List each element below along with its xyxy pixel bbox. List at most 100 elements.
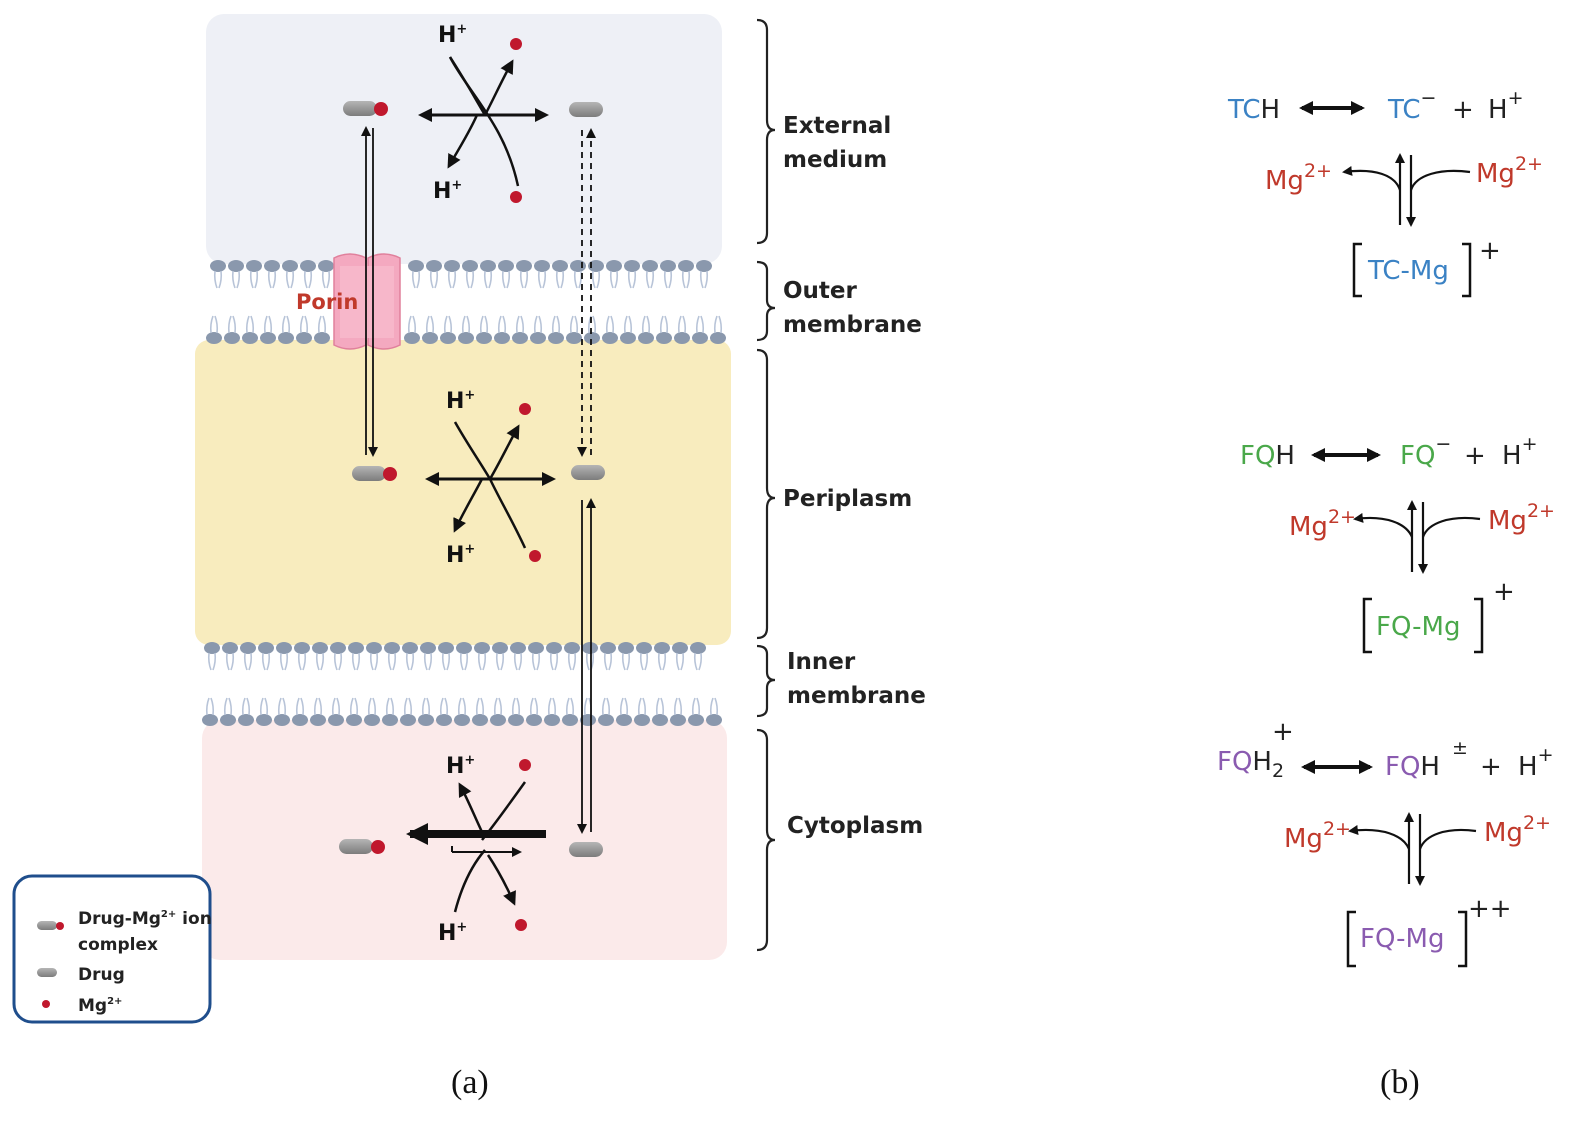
lipid-molecule	[439, 315, 457, 345]
lipid-molecule	[525, 697, 543, 727]
lipid-molecule	[237, 697, 255, 727]
lipid-molecule	[209, 259, 227, 289]
tc-equilibrium: TCH TC− + H+ Mg2+ Mg2+ TC-Mg +	[1227, 87, 1543, 298]
fq-mg-complex: FQ-Mg	[1376, 612, 1460, 642]
lipid-molecule	[403, 315, 421, 345]
fq-base: FQ−	[1400, 433, 1451, 471]
porin-channel	[333, 253, 401, 350]
lipid-molecule	[509, 641, 527, 671]
lipid-molecule	[709, 315, 727, 345]
lipid-molecule	[419, 641, 437, 671]
fqh-zwitterion-charge: ±	[1452, 737, 1468, 759]
lipid-molecule	[615, 697, 633, 727]
lipid-molecule	[635, 641, 653, 671]
lipid-molecule	[257, 641, 275, 671]
lipid-molecule	[365, 641, 383, 671]
lipid-molecule	[705, 697, 723, 727]
periplasm-label: Periplasm	[783, 486, 912, 512]
mg-ion-icon	[529, 550, 541, 562]
proton-label: H+	[446, 542, 475, 568]
lipid-molecule	[461, 259, 479, 289]
legend-complex-label-line2: complex	[78, 935, 158, 955]
lipid-molecule	[547, 315, 565, 345]
lipid-molecule	[455, 641, 473, 671]
lipid-molecule	[475, 315, 493, 345]
mg-ion-label: Mg2+	[1484, 812, 1551, 848]
lipid-molecule	[383, 641, 401, 671]
inner-membrane-label: Inner membrane	[787, 649, 926, 709]
mg-ion-icon	[510, 38, 522, 50]
external-medium-label: External medium	[783, 113, 899, 173]
lipid-molecule	[569, 259, 587, 289]
lipid-molecule	[605, 259, 623, 289]
lipid-molecule	[623, 259, 641, 289]
fq-acid: FQH	[1240, 441, 1295, 471]
fqh2-mg-complex: FQ-Mg	[1360, 924, 1444, 954]
mg-ion-label: Mg2+	[1265, 160, 1332, 196]
legend-mg-icon	[42, 1000, 50, 1008]
mg-ion-label: Mg2+	[1289, 506, 1356, 542]
lipid-molecule	[493, 315, 511, 345]
lipid-molecule	[471, 697, 489, 727]
lipid-molecule	[669, 697, 687, 727]
lipid-molecule	[491, 641, 509, 671]
periplasm-equilibrium: H+ H+	[352, 388, 605, 568]
mg-ion-icon	[519, 759, 531, 771]
lipid-molecule	[545, 641, 563, 671]
lipid-molecule	[293, 641, 311, 671]
lipid-molecule	[417, 697, 435, 727]
lipid-molecule	[275, 641, 293, 671]
drug-icon	[571, 465, 605, 480]
proton-label: H+	[438, 22, 467, 48]
lipid-molecule	[637, 315, 655, 345]
lipid-molecule	[347, 641, 365, 671]
lipid-molecule	[651, 697, 669, 727]
lipid-molecule	[489, 697, 507, 727]
lipid-molecule	[291, 697, 309, 727]
proton-label: H+	[446, 388, 475, 414]
lipid-molecule	[401, 641, 419, 671]
lipid-molecule	[363, 697, 381, 727]
lipid-molecule	[435, 697, 453, 727]
proton-label: H+	[438, 920, 467, 946]
lipid-molecule	[543, 697, 561, 727]
lipid-molecule	[601, 315, 619, 345]
lipid-molecule	[277, 315, 295, 345]
lipid-molecule	[201, 697, 219, 727]
fq-proton: H+	[1502, 433, 1537, 471]
lipid-molecule	[655, 315, 673, 345]
lipid-molecule	[507, 697, 525, 727]
lipid-molecule	[529, 315, 547, 345]
lipid-molecule	[309, 697, 327, 727]
lipid-molecule	[281, 259, 299, 289]
lipid-molecule	[473, 641, 491, 671]
drug-icon	[569, 102, 603, 117]
lipid-molecule	[581, 641, 599, 671]
lipid-molecule	[295, 315, 313, 345]
lipid-molecule	[227, 259, 245, 289]
external-equilibrium: H+ H+	[343, 22, 603, 204]
tc-complex-charge: +	[1479, 236, 1501, 266]
lipid-molecule	[239, 641, 257, 671]
cytoplasm-label: Cytoplasm	[787, 813, 923, 839]
lipid-molecule	[527, 641, 545, 671]
mg-ion-label: Mg2+	[1476, 153, 1543, 189]
lipid-molecule	[515, 259, 533, 289]
mg-ion-icon	[519, 403, 531, 415]
proton-label: H+	[433, 178, 462, 204]
drug-mg-complex-icon	[339, 839, 385, 854]
lipid-molecule	[695, 259, 713, 289]
lipid-molecule	[565, 315, 583, 345]
drug-icon	[569, 842, 603, 857]
mg-ion-label: Mg2+	[1284, 818, 1351, 854]
legend-complex-label: Drug-Mg2+ ion	[78, 909, 212, 929]
caption-b: (b)	[1380, 1064, 1420, 1101]
tc-acid: TCH	[1227, 95, 1280, 125]
lipid-molecule	[653, 641, 671, 671]
fqh2-complex-charge: ++	[1468, 894, 1512, 924]
drug-mg-complex-icon	[343, 101, 388, 116]
cytoplasm-equilibrium: H+ H+	[339, 753, 603, 946]
drug-mg-complex-icon	[352, 466, 397, 481]
lipid-molecule	[317, 259, 335, 289]
